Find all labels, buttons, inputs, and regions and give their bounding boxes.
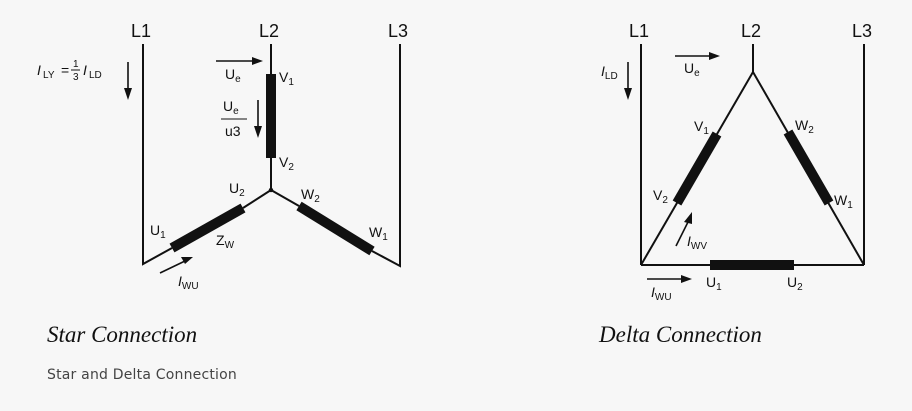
delta-terminal-u1: U1 bbox=[706, 274, 722, 293]
star-phase-voltage-arrow bbox=[254, 100, 262, 138]
svg-text:=: = bbox=[61, 62, 69, 78]
delta-terminal-v2: V2 bbox=[653, 187, 668, 206]
delta-terminal-v1: V1 bbox=[694, 118, 709, 137]
star-iwu-label: IWU bbox=[178, 273, 199, 292]
star-coil-u bbox=[169, 203, 246, 253]
star-terminal-w2: W2 bbox=[301, 186, 320, 205]
star-terminal-w1: W1 bbox=[369, 224, 388, 243]
delta-ue-arrow bbox=[675, 52, 720, 60]
delta-terminal-u2: U2 bbox=[787, 274, 803, 293]
star-delta-figure: L1 L2 L3 I LY = 1 3 I LD bbox=[37, 21, 872, 347]
star-point bbox=[268, 187, 274, 193]
star-terminal-u2: U2 bbox=[229, 180, 245, 199]
star-wire-u bbox=[242, 189, 272, 209]
star-label-l1: L1 bbox=[131, 21, 151, 41]
svg-text:1: 1 bbox=[73, 59, 79, 70]
delta-iwv-arrow bbox=[675, 212, 692, 247]
star-ue-arrow bbox=[216, 57, 263, 65]
star-wire-l3 bbox=[371, 44, 401, 268]
svg-text:3: 3 bbox=[73, 72, 79, 83]
delta-terminal-w1: W1 bbox=[834, 192, 853, 211]
delta-diagram: L1 L2 L3 ILD Ue V1 V2 W2 W1 U1 bbox=[598, 21, 872, 347]
svg-text:u3: u3 bbox=[225, 123, 241, 139]
star-current-arrow bbox=[124, 62, 132, 100]
svg-text:LD: LD bbox=[89, 70, 102, 81]
star-coil-w bbox=[296, 201, 375, 256]
star-phase-voltage: Ue u3 bbox=[221, 98, 247, 139]
delta-label-l1: L1 bbox=[629, 21, 649, 41]
star-wire-w bbox=[270, 189, 300, 207]
star-terminal-u1: U1 bbox=[150, 222, 166, 241]
star-label-l3: L3 bbox=[388, 21, 408, 41]
delta-iwu-label: IWU bbox=[651, 284, 672, 303]
star-terminal-zw: ZW bbox=[216, 232, 235, 251]
figure-caption: Star and Delta Connection bbox=[47, 367, 237, 383]
star-wire-l1 bbox=[142, 44, 173, 266]
star-current-formula: I LY = 1 3 I LD bbox=[37, 59, 102, 83]
delta-iwu-arrow bbox=[647, 275, 692, 283]
delta-label-l2: L2 bbox=[741, 21, 761, 41]
delta-coil-w bbox=[783, 129, 834, 206]
delta-ild-arrow bbox=[624, 62, 632, 100]
delta-terminal-w2: W2 bbox=[795, 117, 814, 136]
star-diagram: L1 L2 L3 I LY = 1 3 I LD bbox=[37, 21, 408, 347]
delta-iwv-label: IWV bbox=[687, 233, 707, 252]
star-label-l2: L2 bbox=[259, 21, 279, 41]
delta-coil-v bbox=[672, 131, 722, 206]
svg-text:I: I bbox=[37, 62, 41, 78]
star-terminal-v2: V2 bbox=[279, 154, 294, 173]
star-iwu-arrow bbox=[159, 257, 193, 274]
star-ue-label: Ue bbox=[225, 66, 241, 85]
delta-ue-label: Ue bbox=[684, 60, 700, 79]
star-terminal-v1: V1 bbox=[279, 69, 294, 88]
delta-ild-label: ILD bbox=[601, 63, 618, 82]
svg-text:I: I bbox=[83, 62, 87, 78]
delta-label-l3: L3 bbox=[852, 21, 872, 41]
star-title: Star Connection bbox=[47, 322, 197, 347]
svg-text:Ue: Ue bbox=[223, 98, 239, 117]
delta-title: Delta Connection bbox=[598, 322, 762, 347]
svg-text:LY: LY bbox=[43, 70, 55, 81]
